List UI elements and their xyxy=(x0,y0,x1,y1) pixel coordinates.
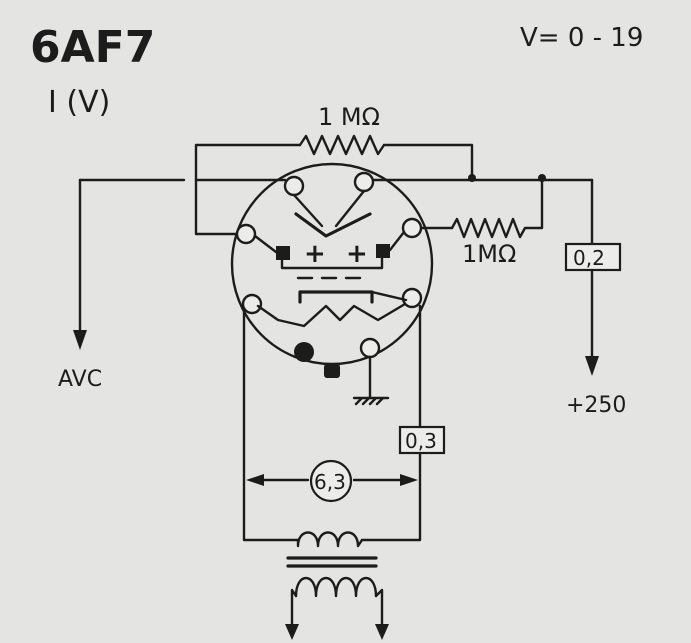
anode-supply-label: +250 xyxy=(566,393,626,418)
arrow-down-icon xyxy=(285,624,299,640)
arrow-down-icon xyxy=(73,330,87,350)
junction-dot xyxy=(468,174,476,182)
arrow-right-icon xyxy=(400,474,418,486)
arrow-left-icon xyxy=(246,474,264,486)
cathode xyxy=(298,290,374,304)
transformer-primary-coil xyxy=(296,531,364,548)
voltage-range-label: V= 0 - 19 xyxy=(520,23,643,53)
heater-lead-left xyxy=(242,310,300,542)
transformer-secondary-leads xyxy=(290,588,384,630)
arrow-down-icon xyxy=(375,624,389,640)
tube-subtitle: I (V) xyxy=(48,85,110,120)
ground-icon xyxy=(352,396,390,406)
heater-filament xyxy=(256,302,407,328)
electrode-right xyxy=(376,244,390,258)
transformer-core xyxy=(286,556,378,568)
transformer-icon xyxy=(286,531,384,630)
pin-top-left xyxy=(283,175,305,197)
anode-plate xyxy=(294,212,372,238)
avc-label: AVC xyxy=(58,367,102,392)
resistor-top-label: 1 MΩ xyxy=(318,103,380,131)
current-anode-box xyxy=(564,242,622,272)
tube-type-title: 6AF7 xyxy=(30,22,155,73)
current-heater-box xyxy=(398,425,446,455)
electrode-left xyxy=(276,246,290,260)
pin-top-right xyxy=(353,171,375,193)
current-anode-label: 0,2 xyxy=(573,246,605,270)
pin-right xyxy=(401,217,423,239)
resistor-icon xyxy=(450,176,544,239)
electrode-left-lead xyxy=(253,234,278,254)
resistor-icon xyxy=(298,134,386,156)
arrow-down-icon xyxy=(585,356,599,376)
pin-bottom-left-filled xyxy=(294,342,314,362)
heater-lead-right xyxy=(360,304,422,542)
top-loop-right-wire xyxy=(382,143,474,179)
tube-envelope xyxy=(230,162,434,366)
resistor-right-label: 1MΩ xyxy=(462,240,516,268)
tube-base-key xyxy=(324,364,340,378)
heater-voltage-label: 6,3 xyxy=(314,470,346,494)
heater-voltage-circle xyxy=(309,459,353,503)
top-loop-wire xyxy=(194,143,302,236)
anode-leads xyxy=(292,189,366,228)
transformer-secondary-coil xyxy=(294,577,378,598)
plus-sign: + xyxy=(304,239,326,269)
pin-lower-left xyxy=(241,293,263,315)
plus-sign: + xyxy=(346,239,368,269)
pin-lower-right xyxy=(401,287,423,309)
pin-bottom-right xyxy=(359,337,381,359)
electrode-right-lead xyxy=(388,230,406,252)
current-heater-label: 0,3 xyxy=(405,429,437,453)
electrode-bracket xyxy=(280,256,384,270)
cathode-lead xyxy=(370,290,408,302)
pin-left xyxy=(235,223,257,245)
